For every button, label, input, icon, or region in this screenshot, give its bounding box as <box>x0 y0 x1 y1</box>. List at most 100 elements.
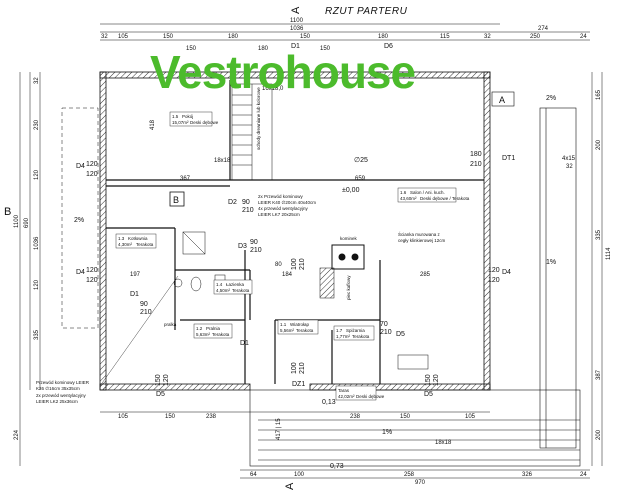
level-013: 0,13 <box>322 399 336 406</box>
door-d5-a: D5 <box>396 331 405 338</box>
svg-text:Kotłownia: Kotłownia <box>128 236 148 241</box>
dim-left-224: 224 <box>14 429 20 440</box>
svg-text:Spiżarnia: Spiżarnia <box>346 328 365 333</box>
dim-right-165: 165 <box>596 89 602 100</box>
room-label-1-5: 1.5 Pokój 15,07m² Deski dębowe <box>169 111 219 127</box>
opening-90-210-a-w: 90 <box>242 199 250 206</box>
bottom-dimension-lines <box>100 411 590 479</box>
room-label-1-3: 1.3 Kotłownia 4,30m² Terakota <box>115 233 157 249</box>
svg-text:Terakota: Terakota <box>212 332 230 337</box>
terrace-stairs-note: 417 | 15 <box>276 418 282 440</box>
door-d6-top: D6 <box>384 43 393 50</box>
door-d4-left-1: D4 <box>76 163 85 170</box>
dim-top-115: 115 <box>440 34 450 40</box>
terrace-steps: 18x18 <box>435 440 452 446</box>
opening-120-a: 120 <box>86 161 98 168</box>
svg-text:Pokój: Pokój <box>182 114 193 119</box>
dim-top-180b: 180 <box>378 34 389 40</box>
svg-text:Terakota: Terakota <box>352 334 370 339</box>
svg-text:1.3: 1.3 <box>118 236 125 241</box>
dim-left-1036: 1036 <box>34 236 40 250</box>
dim-top-274: 274 <box>538 26 549 32</box>
dim-right-387: 387 <box>596 369 602 380</box>
opening-100-210-b-w: 100 <box>291 362 298 374</box>
room-label-1-1: 1.1 Wiatrołap 5,56m² Terakota <box>277 319 319 335</box>
slope-balcony: 2% <box>546 95 556 102</box>
door-d1-mid: D1 <box>130 291 139 298</box>
opening-120-d: 120 <box>86 277 98 284</box>
dim-top-32b: 32 <box>484 34 491 40</box>
dim-left-230: 230 <box>34 119 40 130</box>
opening-120-b: 120 <box>86 171 98 178</box>
plan-title: RZUT PARTERU <box>325 6 408 17</box>
svg-text:1.7: 1.7 <box>336 328 343 333</box>
stairs-landing: 18x18 <box>214 158 231 164</box>
dim-top-1036: 1036 <box>290 26 304 32</box>
note-vent-2: LEIER LK7 20x25cm <box>258 212 300 217</box>
opening-70-w: 70 <box>380 321 388 328</box>
note-vent-1: 4x przewód wentylacyjny <box>258 206 309 211</box>
svg-text:4,50m²: 4,50m² <box>216 288 231 293</box>
door-d4-left-2: D4 <box>76 269 85 276</box>
dim-bottom-238a: 238 <box>206 414 217 420</box>
note-wall-1: Ścianka murowana z <box>398 230 441 237</box>
svg-text:Terakota: Terakota <box>232 288 250 293</box>
section-box-b-label: B <box>173 195 179 205</box>
door-d5-b: D5 <box>156 391 165 398</box>
svg-text:42,02m²: 42,02m² <box>338 394 355 399</box>
dim-bottom-326: 326 <box>522 472 533 478</box>
opening-210: 210 <box>470 161 482 168</box>
dim-659: 659 <box>355 176 366 182</box>
note-chimney-1: 2x Przewód kominowy <box>258 194 304 199</box>
dim-right-200a: 200 <box>596 139 602 150</box>
dim-bottom-258: 258 <box>404 472 415 478</box>
opening-90-210-b-h: 210 <box>250 247 262 254</box>
note-chimney-2: LEIER K40 ∅20cm 40x40cm <box>258 200 316 205</box>
room-label-1-2: 1.2 Pralnia 5,63m² Terakota <box>193 323 233 339</box>
door-d1-low: D1 <box>240 340 249 347</box>
dim-row2-150b: 150 <box>320 46 331 52</box>
balcony-32: 32 <box>566 164 573 170</box>
section-mark-b-left: B <box>4 206 11 218</box>
svg-text:Deski dębowe: Deski dębowe <box>356 394 385 399</box>
dim-bottom-150b: 150 <box>400 414 411 420</box>
door-d4-right: D4 <box>502 269 511 276</box>
door-dt1: DT1 <box>502 155 515 162</box>
opening-120-f: 120 <box>488 277 500 284</box>
svg-text:Pralnia: Pralnia <box>206 326 221 331</box>
svg-text:Deski dębowe: Deski dębowe <box>190 120 219 125</box>
side-balcony <box>491 91 577 449</box>
balcony-4x15: 4x15 <box>562 156 576 162</box>
svg-text:Terakota: Terakota <box>296 328 314 333</box>
svg-text:5,63m²: 5,63m² <box>196 332 211 337</box>
level-073: 0,73 <box>330 463 344 470</box>
svg-text:Terakota: Terakota <box>136 242 154 247</box>
dim-bottom-970: 970 <box>415 480 426 486</box>
opening-120-c: 120 <box>86 267 98 274</box>
dim-top-150a: 150 <box>163 34 174 40</box>
slope-right: 1% <box>546 259 556 266</box>
dim-top-32: 32 <box>101 34 108 40</box>
dim-left-120a: 120 <box>34 169 40 180</box>
room-label-1-4: 1.4 Łazienka 4,50m² Terakota <box>213 279 253 295</box>
svg-text:Deski dębowe / Terakota: Deski dębowe / Terakota <box>420 196 470 201</box>
opening-120-h: 120 <box>433 374 440 386</box>
dim-left-335: 335 <box>34 329 40 340</box>
section-box-a: A <box>499 95 505 105</box>
dim-left-690: 690 <box>24 217 30 228</box>
door-d3: D3 <box>238 243 247 250</box>
dim-right-335: 335 <box>596 229 602 240</box>
svg-text:5,56m²: 5,56m² <box>280 328 295 333</box>
dim-80: 80 <box>275 262 282 268</box>
opening-90-210-a-h: 210 <box>242 207 254 214</box>
room-label-1-7: 1.7 Spiżarnia 1,77m² Terakota <box>333 325 375 341</box>
dim-197: 197 <box>130 272 141 278</box>
chimney <box>319 244 365 299</box>
kitchen-counter <box>397 354 429 370</box>
slope-terrace: 1% <box>382 429 392 436</box>
dim-row2-150: 150 <box>186 46 197 52</box>
dim-bottom-64: 64 <box>250 472 257 478</box>
opening-180: 180 <box>470 151 482 158</box>
door-d1-top: D1 <box>291 43 300 50</box>
dim-top-180a: 180 <box>228 34 239 40</box>
